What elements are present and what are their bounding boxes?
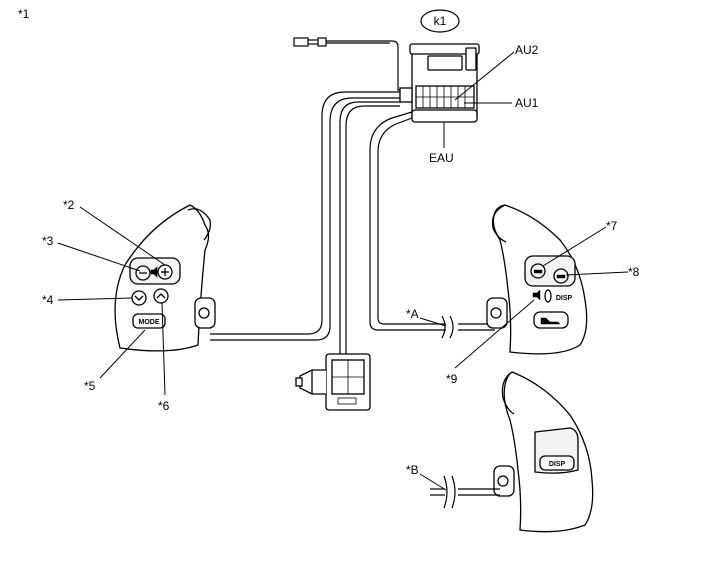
callout-7: *7 xyxy=(606,219,618,233)
callout-9: *9 xyxy=(446,372,458,386)
right-switch-body xyxy=(486,204,588,355)
terminal-eau: EAU xyxy=(429,151,454,165)
callout-8: *8 xyxy=(628,265,640,279)
pigtail-lead xyxy=(293,37,408,91)
mode-button-label: MODE xyxy=(139,319,160,326)
disp-button-label-lower: DISP xyxy=(549,461,566,468)
right-switch-lower-body xyxy=(493,371,594,533)
callout-b: *B xyxy=(406,463,419,477)
callout-6: *6 xyxy=(158,399,170,413)
callout-4: *4 xyxy=(42,293,54,307)
terminal-au2: AU2 xyxy=(515,43,539,57)
callout-leaders xyxy=(57,206,629,491)
callout-2: *2 xyxy=(63,198,75,212)
terminal-au1: AU1 xyxy=(515,96,539,110)
harness-wires xyxy=(210,91,495,355)
lower-harness xyxy=(430,475,500,509)
eau-connector xyxy=(399,43,480,123)
callout-3: *3 xyxy=(42,234,54,248)
callout-a: *A xyxy=(406,307,419,321)
left-switch-body xyxy=(114,204,216,352)
lower-connector xyxy=(295,353,371,411)
connector-tag: k1 xyxy=(420,9,460,33)
connector-tag-label: k1 xyxy=(434,14,447,28)
disp-button-label-upper: DISP xyxy=(556,295,573,302)
figure-label: *1 xyxy=(18,7,30,21)
callout-5: *5 xyxy=(84,379,96,393)
terminal-leaders xyxy=(443,51,515,148)
